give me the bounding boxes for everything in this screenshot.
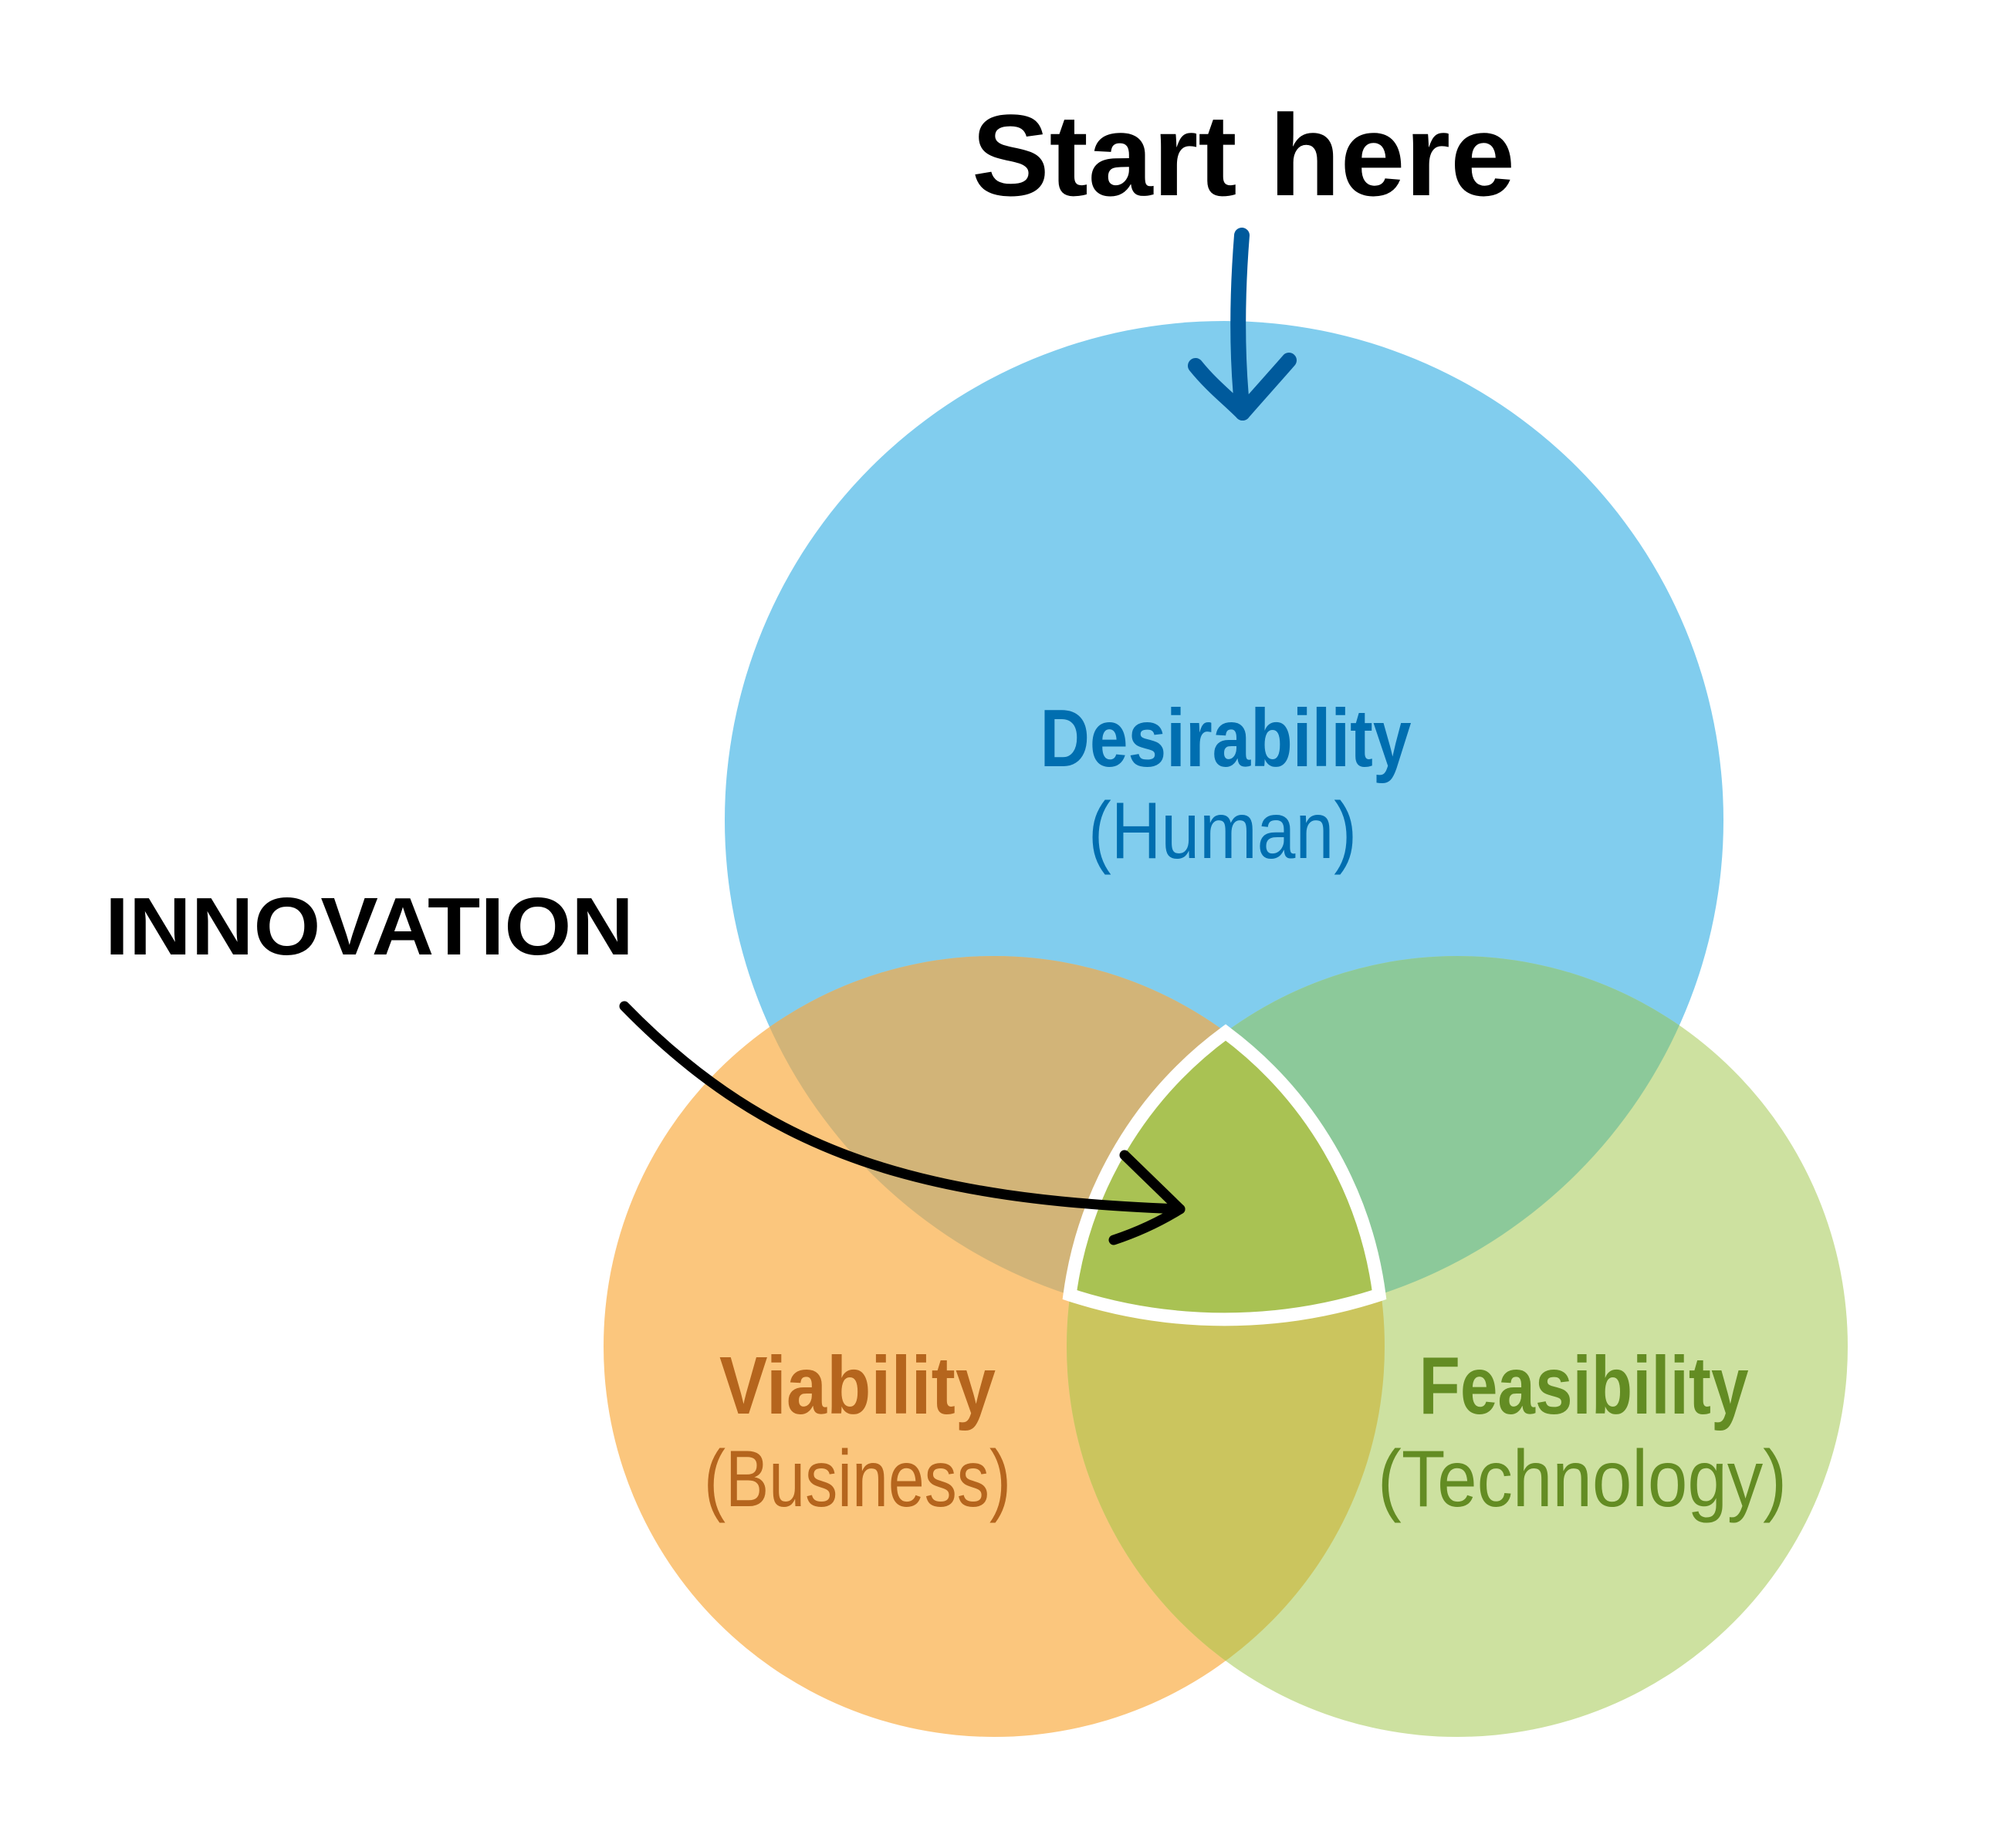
desirability-subtitle: (Human) xyxy=(1088,786,1357,876)
start-arrow-icon xyxy=(1188,228,1297,421)
feasibility-title: Feasibility xyxy=(1419,1340,1749,1431)
start-arrow-shaft xyxy=(1230,228,1250,421)
innovation-arrow-head xyxy=(1108,1150,1186,1245)
innovation-arrow-shaft xyxy=(619,1001,1186,1215)
viability-title: Viability xyxy=(719,1340,996,1431)
desirability-title: Desirability xyxy=(1040,693,1412,784)
viability-subtitle: (Business) xyxy=(704,1434,1011,1524)
start-arrow-head xyxy=(1188,353,1297,421)
innovation-intersection[interactable] xyxy=(1062,1024,1387,1326)
innovation-label: INNOVATION xyxy=(105,881,634,972)
innovation-arrow-icon xyxy=(619,1001,1186,1245)
feasibility-subtitle: (Technology) xyxy=(1378,1434,1787,1524)
start-here-label: Start here xyxy=(972,90,1515,220)
